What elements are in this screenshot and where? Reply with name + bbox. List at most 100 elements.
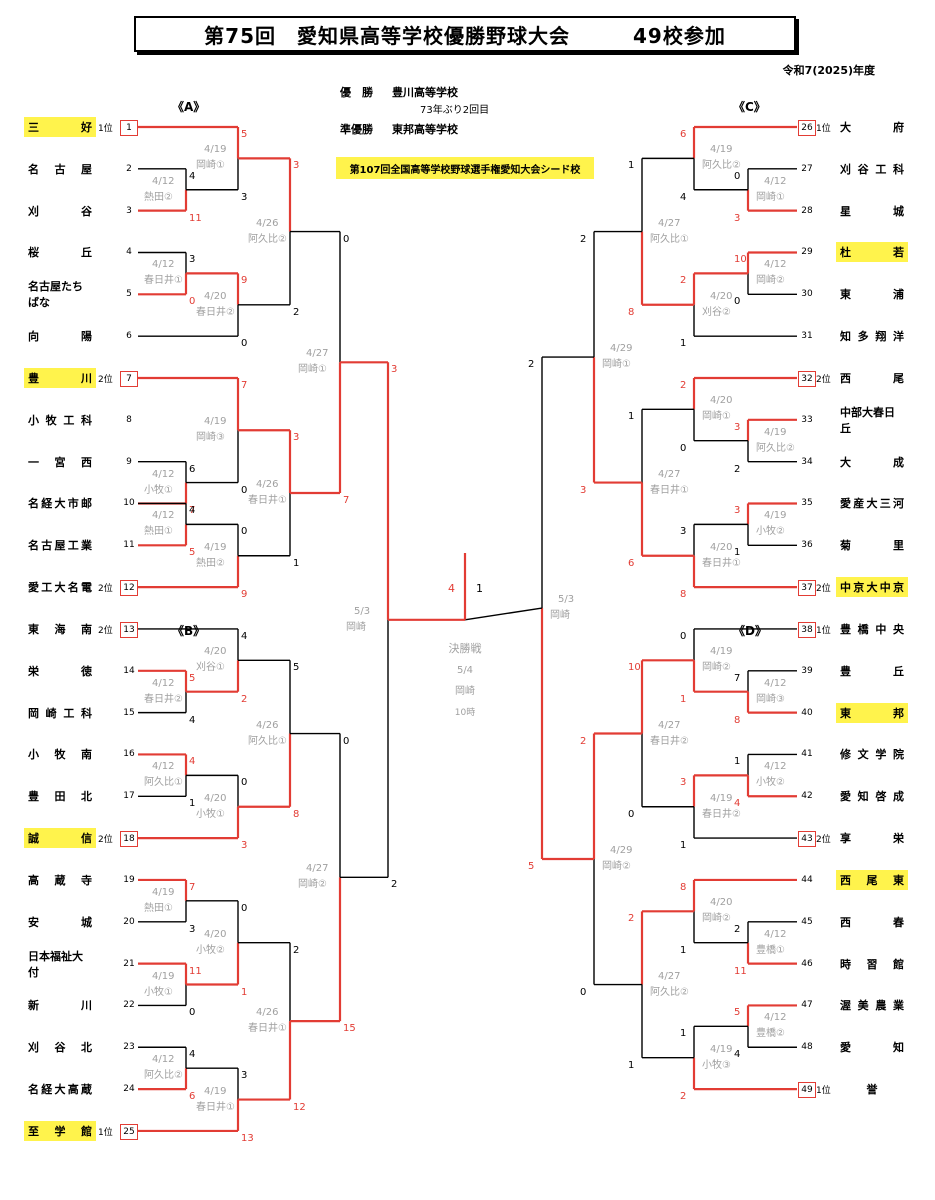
game-date: 4/12 (152, 259, 175, 271)
score: 0 (241, 338, 248, 350)
game-date: 4/26 (256, 217, 279, 229)
score: 2 (391, 879, 398, 891)
score: 6 (680, 129, 687, 140)
team-name-char: 学 (54, 1124, 66, 1138)
team-name-char: 一 (28, 455, 39, 469)
score: 8 (293, 808, 300, 820)
game-venue: 熱田① (144, 526, 173, 538)
game-date: 4/20 (710, 541, 733, 553)
score: 8 (628, 306, 635, 318)
game-venue: 豊橋② (756, 1028, 785, 1040)
team-name-char: 西 (840, 873, 851, 887)
score: 3 (241, 191, 248, 203)
score: 3 (189, 254, 196, 266)
team-name-char: 修 (840, 748, 851, 762)
team-name-char: 浦 (893, 288, 904, 302)
seed-rank: 2位 (98, 374, 113, 385)
seed-rank: 2位 (816, 584, 831, 595)
team-name-char: 大 (866, 581, 878, 595)
score: 4 (734, 1049, 741, 1061)
score: 1 (680, 944, 687, 956)
score: 1 (189, 798, 196, 810)
seed-rank: 2位 (816, 835, 831, 846)
score: 1 (680, 840, 687, 852)
team-number: 1 (120, 120, 138, 136)
team-name: 大成 (836, 452, 908, 472)
team-name-char: 岡 (28, 706, 39, 720)
seed-rank: 2位 (98, 625, 113, 636)
team-name-char: 刈 (840, 162, 851, 176)
team-name-char: 屋 (81, 162, 92, 176)
game-venue: 春日井② (650, 735, 689, 747)
seed-rank: 1位 (816, 625, 831, 636)
game-venue: 熱田② (144, 191, 173, 203)
team-number: 38 (798, 621, 816, 638)
game-venue: 小牧① (144, 986, 173, 998)
score: 2 (734, 923, 741, 935)
game-date: 4/12 (152, 1054, 175, 1066)
team-name-char: 啓 (875, 790, 887, 804)
seed-rank: 1位 (816, 1086, 831, 1097)
team-name-char: 新 (28, 999, 39, 1013)
team-number: 49 (798, 1082, 816, 1099)
game-venue: 小牧① (144, 484, 173, 496)
team-name-char: 工 (63, 706, 75, 720)
winner-name: 豊川高等学校 (392, 86, 458, 99)
team-name-char: 愛 (840, 497, 851, 511)
score: 5 (189, 672, 196, 684)
team-name-char: 京 (893, 581, 904, 595)
score: 4 (680, 191, 687, 203)
score: 1 (680, 1028, 687, 1040)
team-number: 40 (801, 707, 813, 718)
team-name-char: 享 (840, 832, 851, 846)
block-label-d: 《D》 (733, 624, 767, 638)
team-name-char: 丘 (893, 664, 904, 678)
score: 2 (628, 913, 635, 925)
team-name-char: 菊 (840, 539, 851, 553)
team-name-char: 文 (857, 748, 869, 762)
score: 3 (189, 923, 196, 935)
game-date: 4/12 (152, 175, 175, 187)
score: 2 (241, 693, 248, 705)
team-name: 中部大春日丘 (836, 406, 908, 435)
team-number: 31 (801, 331, 813, 342)
score: 3 (680, 526, 687, 538)
final-left-score: 4 (448, 582, 455, 595)
team-name-char: 徳 (81, 664, 92, 678)
team-name-char: 寺 (81, 873, 92, 887)
team-number: 25 (120, 1123, 138, 1140)
team-name: 刈谷北 (24, 1037, 96, 1057)
team-number: 32 (798, 370, 816, 387)
team-name-char: 工 (875, 162, 887, 176)
game-date: 4/12 (764, 928, 787, 940)
team-name-char: 名 (67, 581, 79, 595)
team-name-char: 豊 (28, 371, 39, 385)
game-venue: 春日井① (702, 557, 741, 569)
game-venue: 刈谷① (196, 662, 225, 674)
game-date: 4/27 (306, 863, 329, 875)
game-venue: 小牧① (196, 808, 225, 820)
game-date: 4/12 (764, 761, 787, 773)
team-name-char: 名 (28, 539, 39, 553)
team-name: 一宮西 (24, 452, 96, 472)
score: 2 (734, 463, 741, 475)
team-name-char: 誉 (866, 1083, 878, 1097)
game-date: 4/20 (204, 792, 227, 804)
team-name-char: 名 (28, 1083, 39, 1097)
final-date: 5/4 (456, 665, 474, 676)
final-time: 10時 (454, 708, 476, 718)
game-date: 4/12 (152, 677, 175, 689)
team-name: 渥美農業 (836, 995, 908, 1015)
team-name: 日本福祉大付 (24, 950, 96, 979)
game-date: 4/19 (204, 541, 227, 553)
team-number: 16 (123, 749, 135, 760)
team-name-char: 大 (866, 497, 878, 511)
team-number: 6 (126, 331, 132, 342)
team-name: 星城 (836, 201, 908, 221)
team-name-char: 名 (28, 162, 39, 176)
team-number: 36 (801, 540, 813, 551)
team-name-char: 時 (840, 957, 851, 971)
team-name-char: 北 (81, 790, 92, 804)
team-name-char: 経 (41, 1083, 53, 1097)
game-date: 4/19 (204, 144, 227, 156)
